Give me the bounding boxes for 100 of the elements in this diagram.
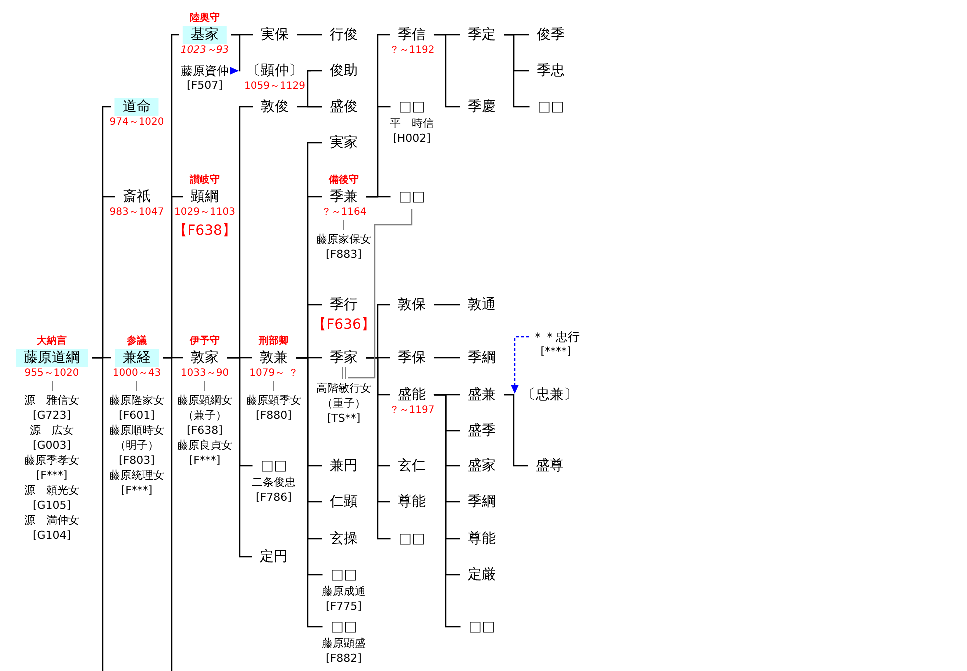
life-dates: 1023～93 xyxy=(180,44,230,58)
arrow xyxy=(230,67,239,75)
lineage-line xyxy=(296,357,323,628)
person-name: 季綱 xyxy=(467,493,497,511)
person-name: 実家 xyxy=(329,134,359,152)
spouse-note: 源 広女 xyxy=(30,423,74,438)
person-name: 季保 xyxy=(397,349,427,367)
person-name: 斎祇 xyxy=(122,188,152,206)
person-name: ＊＊忠行 xyxy=(532,329,580,345)
life-dates: 1029～1103 xyxy=(174,206,236,220)
spouse-note: [F775] xyxy=(326,599,362,614)
spouse-note: [G105] xyxy=(32,498,72,513)
lineage-line xyxy=(366,357,391,540)
person-name: □□ xyxy=(330,566,358,584)
spouse-note: （重子） xyxy=(322,396,366,411)
spouse-note: 藤原順時女 xyxy=(110,423,164,438)
person-name: 行俊 xyxy=(329,26,359,44)
spouse-note: 源 満仲女 xyxy=(24,513,80,528)
reference-code: [F507] xyxy=(187,79,223,93)
spouse-note: [F786] xyxy=(256,490,292,505)
spouse-note: [F880] xyxy=(256,408,292,423)
person-name: 基家 xyxy=(183,26,227,44)
lineage-line xyxy=(434,304,460,306)
person-name: 季綱 xyxy=(467,349,497,367)
spouse-note: 高階敏行女 xyxy=(316,381,372,396)
spouse-note: [F882] xyxy=(326,651,362,666)
spouse-note: 平 時信 xyxy=(390,116,434,131)
person-name: 敦俊 xyxy=(260,98,290,116)
spouse-note: [G723] xyxy=(32,408,72,423)
person-name: 兼経 xyxy=(115,349,159,367)
life-dates: 983～1047 xyxy=(110,206,164,220)
lineage-line xyxy=(504,34,530,108)
person-name: 季信 xyxy=(397,26,427,44)
person-name: 玄仁 xyxy=(397,457,427,475)
person-name: 敦兼 xyxy=(259,349,289,367)
spouse-note: [G104] xyxy=(32,528,72,543)
person-name: □□ xyxy=(260,457,288,475)
person-name: 藤原資仲 xyxy=(181,63,229,79)
lineage-line xyxy=(92,357,104,671)
person-name: 尊能 xyxy=(467,530,497,548)
life-dates: 1059～1129 xyxy=(244,80,306,94)
lineage-line xyxy=(348,209,413,379)
person-name: □□ xyxy=(536,98,566,116)
life-dates: 1033～90 xyxy=(180,367,230,381)
spouse-note: 藤原隆家女 xyxy=(110,393,164,408)
rank-title: 刑部卿 xyxy=(259,335,289,349)
person-name: 顕綱 xyxy=(190,188,220,206)
spouse-note: 源 頼光女 xyxy=(24,483,80,498)
lineage-line xyxy=(434,394,461,628)
rank-title: 参議 xyxy=(127,335,147,349)
person-name: 盛季 xyxy=(467,422,497,440)
person-name: 敦保 xyxy=(397,296,427,314)
person-name: 玄操 xyxy=(329,530,359,548)
lineage-line xyxy=(297,34,322,36)
life-dates: 1079～ ？ xyxy=(250,367,298,381)
rank-title: 陸奥守 xyxy=(190,12,220,26)
person-name: 季行 xyxy=(329,296,359,314)
person-name: 俊助 xyxy=(329,62,359,80)
person-name: □□ xyxy=(398,530,426,548)
spouse-note: [F***] xyxy=(36,468,68,483)
life-dates: ？～1192 xyxy=(389,44,435,58)
life-dates: 1000～43 xyxy=(112,367,162,381)
person-name: 〔顕仲〕 xyxy=(246,62,304,80)
spouse-note: 藤原季孝女 xyxy=(24,453,80,468)
person-name: 盛俊 xyxy=(329,98,359,116)
spouse-note: [F***] xyxy=(121,483,153,498)
person-name: 盛兼 xyxy=(467,386,497,404)
person-name: 尊能 xyxy=(397,493,427,511)
rank-title: 讃岐守 xyxy=(190,174,220,188)
person-name: 季忠 xyxy=(536,62,566,80)
rank-title: 備後守 xyxy=(329,174,359,188)
spouse-note: 藤原良貞女 xyxy=(178,438,232,453)
spouse-note: 藤原成通 xyxy=(322,584,366,599)
person-name: 盛家 xyxy=(467,457,497,475)
person-name: □□ xyxy=(398,98,426,116)
spouse-note: （明子） xyxy=(115,438,159,453)
spouse-note: 藤原顕綱女 xyxy=(178,393,232,408)
lineage-line xyxy=(227,357,252,558)
spouse-note: [H002] xyxy=(393,131,431,146)
spouse-note: [F803] xyxy=(119,453,155,468)
rank-title: 伊予守 xyxy=(190,335,220,349)
person-name: □□ xyxy=(468,618,496,636)
person-name: 定厳 xyxy=(467,566,497,584)
spouse-note: [TS**] xyxy=(327,411,361,426)
reference-code: 【F638】 xyxy=(174,222,236,241)
life-dates: ？～1197 xyxy=(389,404,435,418)
person-name: 敦通 xyxy=(467,296,497,314)
life-dates: ？～1164 xyxy=(321,206,367,220)
person-name: 季家 xyxy=(329,349,359,367)
spouse-note: 藤原顕季女 xyxy=(246,393,302,408)
person-name: 実保 xyxy=(260,26,290,44)
lineage-line xyxy=(297,106,322,108)
arrow xyxy=(511,336,529,394)
rank-title: 大納言 xyxy=(37,335,67,349)
spouse-note: 二条俊忠 xyxy=(252,475,296,490)
person-name: 盛尊 xyxy=(535,457,565,475)
spouse-note: 藤原家保女 xyxy=(316,232,372,247)
person-name: 盛能 xyxy=(397,386,427,404)
person-name: 季慶 xyxy=(467,98,497,116)
lineage-line xyxy=(434,357,460,359)
